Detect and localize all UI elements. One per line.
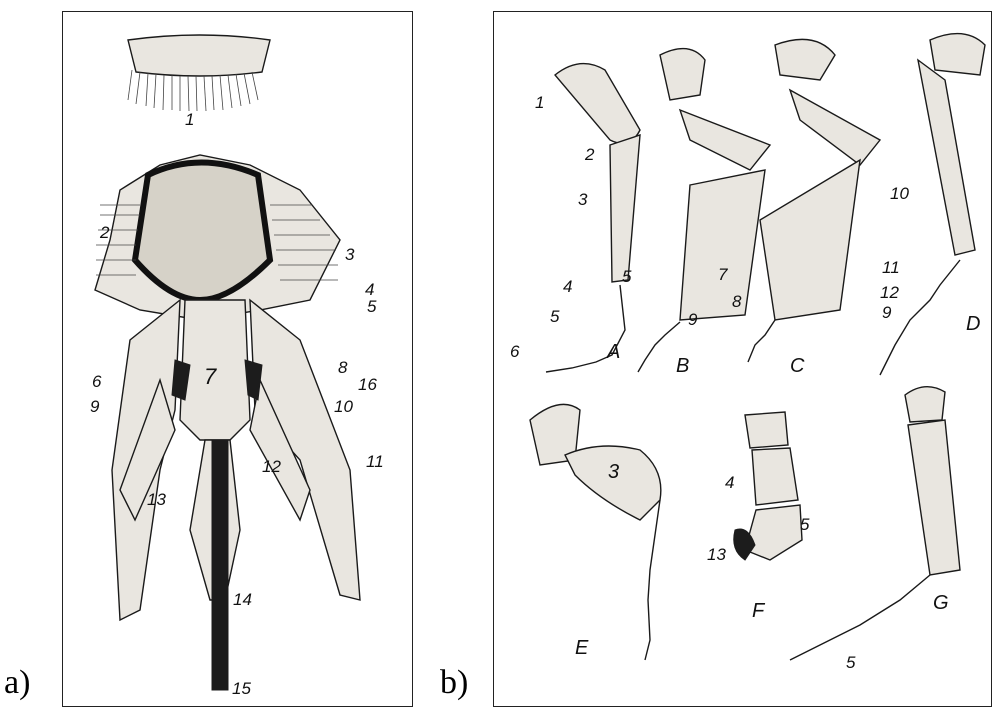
label-a-11: 11: [366, 452, 384, 471]
label-b-1: 1: [535, 93, 544, 112]
label-a-12: 12: [262, 457, 281, 476]
letter-c: C: [790, 355, 805, 377]
label-b-7: 7: [718, 265, 728, 284]
leg-g-drawing: [790, 387, 960, 660]
label-a-10: 10: [334, 397, 353, 416]
head-capsule-drawing: [95, 155, 340, 320]
letter-f: F: [752, 600, 766, 622]
label-b-4: 4: [563, 277, 572, 296]
letter-e: E: [575, 637, 589, 659]
label-a-8: 8: [338, 358, 348, 377]
label-a-6: 6: [92, 372, 102, 391]
label-b-11: 11: [882, 258, 900, 277]
letter-a: A: [606, 341, 620, 363]
label-a-13: 13: [147, 490, 166, 509]
label-b-5g: 5: [846, 653, 856, 672]
label-b-9b: 9: [882, 303, 892, 322]
label-a-2: 2: [99, 223, 110, 242]
label-b-13: 13: [707, 545, 726, 564]
label-a-14: 14: [233, 590, 252, 609]
letter-b: B: [676, 355, 689, 377]
leg-a-drawing: [546, 64, 640, 372]
label-b-3e: 3: [608, 461, 619, 483]
leg-b-drawing: [638, 49, 770, 372]
label-a-5: 5: [367, 297, 377, 316]
leg-f-drawing: [734, 412, 802, 560]
label-a-9: 9: [90, 397, 100, 416]
label-b-10: 10: [890, 184, 909, 203]
label-a-15: 15: [232, 679, 251, 698]
label-a-7: 7: [204, 364, 217, 389]
label-b-5b: 5: [622, 267, 632, 286]
label-b-9a: 9: [688, 310, 698, 329]
label-a-3: 3: [345, 245, 355, 264]
leg-c-drawing: [748, 39, 880, 362]
label-b-4f: 4: [725, 473, 734, 492]
label-b-5f: 5: [800, 515, 810, 534]
label-b-5a: 5: [550, 307, 560, 326]
label-b-3: 3: [578, 190, 588, 209]
leg-e-drawing: [530, 404, 661, 660]
label-b-8: 8: [732, 292, 742, 311]
label-b-6: 6: [510, 342, 520, 361]
label-a-16: 16: [358, 375, 377, 394]
letter-g: G: [933, 592, 949, 614]
labrum-drawing: [128, 35, 270, 111]
label-b-12: 12: [880, 283, 899, 302]
letter-d: D: [966, 313, 980, 335]
label-b-2: 2: [584, 145, 595, 164]
label-a-1: 1: [185, 110, 194, 129]
